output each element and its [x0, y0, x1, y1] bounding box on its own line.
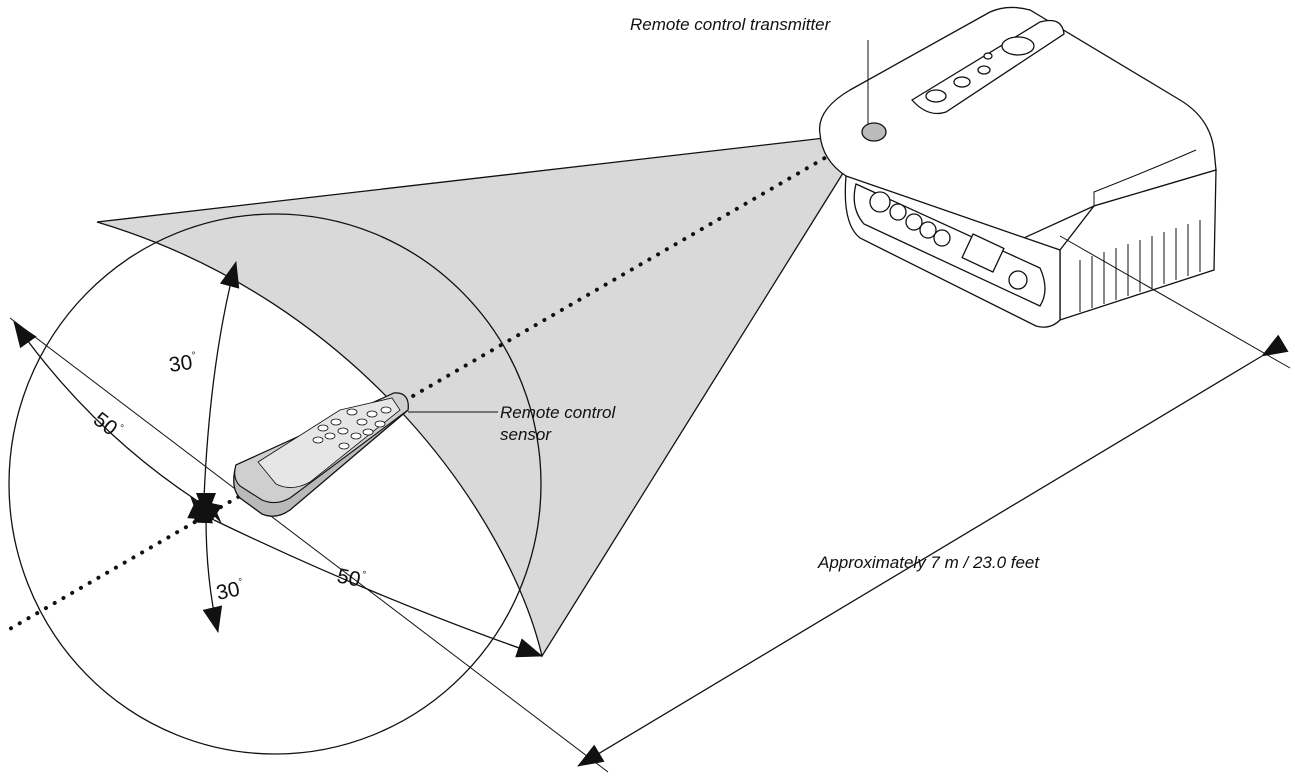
center-axis-dotted [6, 131, 870, 632]
svg-text:°: ° [361, 569, 367, 581]
transmitter-lens [861, 122, 887, 142]
center-point [190, 496, 222, 524]
distance-label: Approximately 7 m / 23.0 feet [817, 553, 1040, 572]
distance-dimension-line [577, 334, 1289, 767]
arc-50-left [13, 321, 223, 523]
angle-label-30-bottom: 30 ° [214, 577, 244, 605]
projector-illustration [818, 6, 1217, 328]
arc-30-top [192, 261, 240, 524]
transmitter-label: Remote control transmitter [630, 15, 832, 34]
svg-text:°: ° [115, 423, 125, 434]
angle-label-50-right: 50 ° [335, 564, 367, 591]
svg-text:°: ° [238, 577, 244, 589]
cone-base-ellipse [8, 213, 542, 755]
angle-label-50-left: 50 ° [89, 408, 125, 441]
sensor-label-line1: Remote control [500, 403, 616, 422]
arc-50-right [187, 500, 543, 658]
arc-30-bottom [195, 492, 223, 633]
svg-text:30: 30 [167, 351, 193, 377]
svg-text:50: 50 [89, 408, 122, 441]
sensor-label-line2: sensor [500, 425, 552, 444]
svg-text:30: 30 [214, 578, 242, 605]
svg-text:50: 50 [335, 564, 363, 591]
angle-label-30-top: 30 ° [167, 350, 196, 377]
detection-cone [96, 132, 870, 658]
remote-control-illustration [233, 392, 409, 517]
svg-text:°: ° [191, 350, 196, 361]
